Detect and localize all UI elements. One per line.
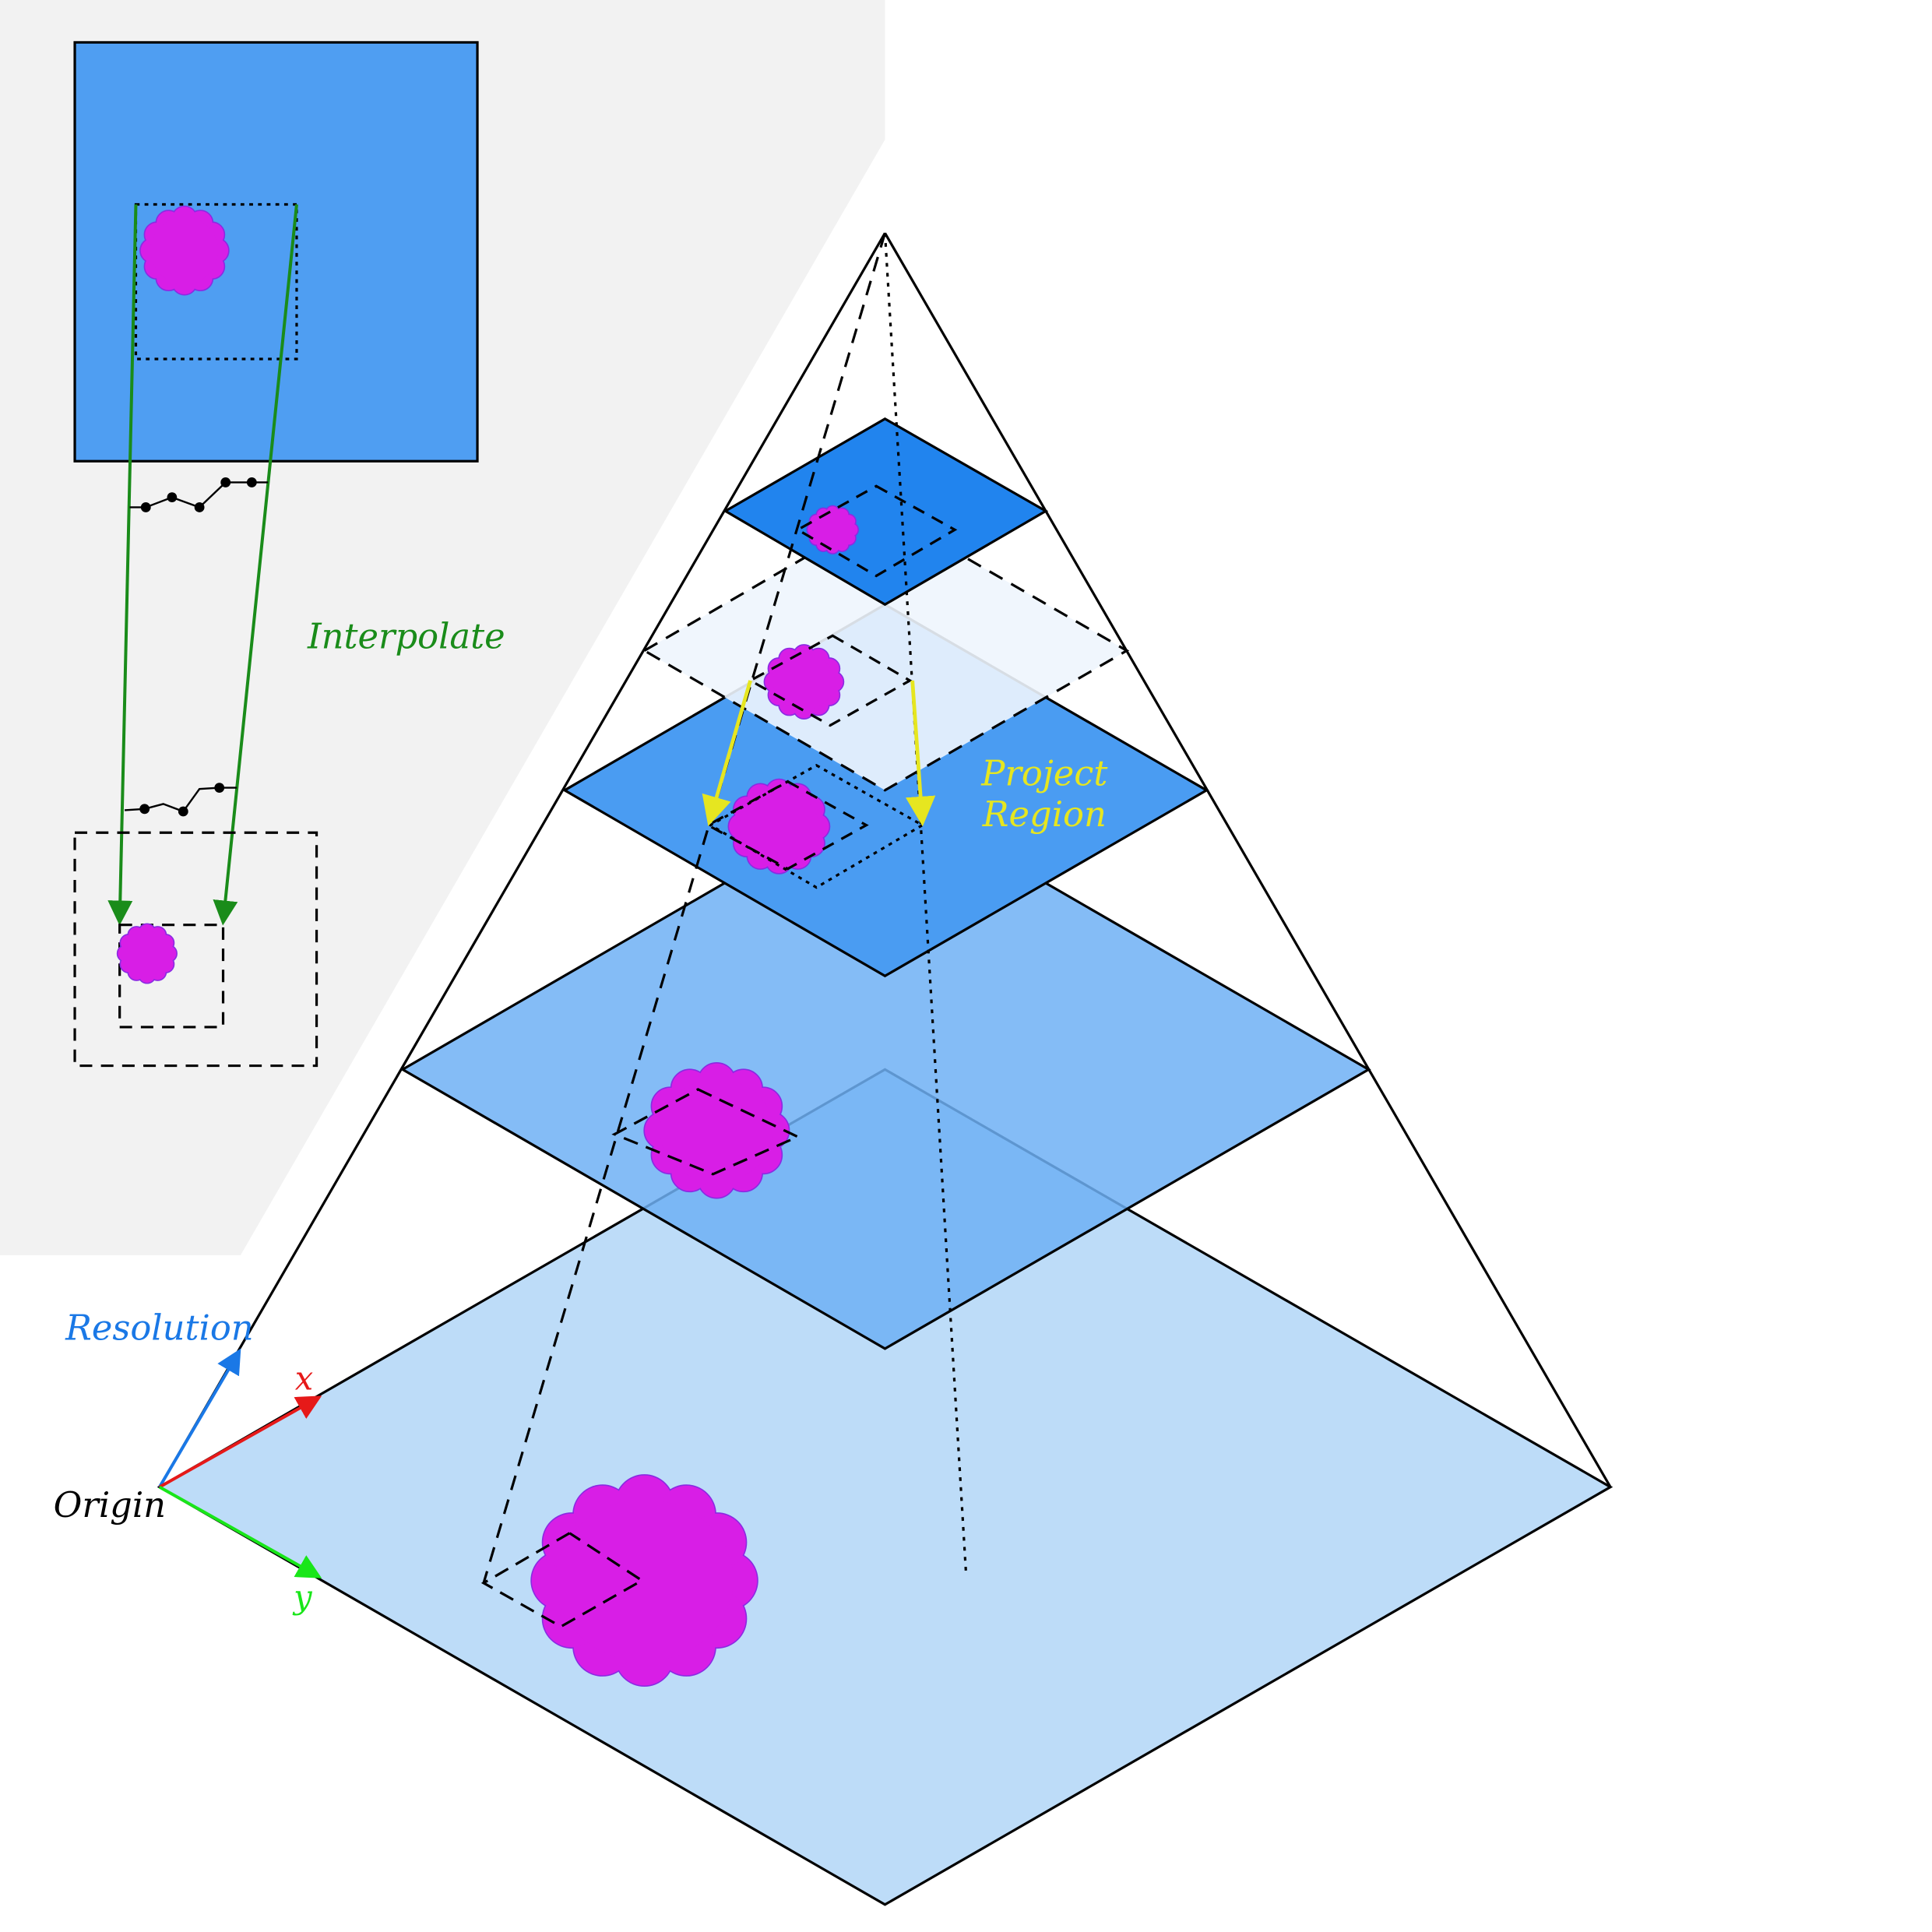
project-label-line1: Project xyxy=(980,752,1108,794)
region-blob xyxy=(139,205,230,296)
region-blob xyxy=(763,644,845,720)
resolution-axis xyxy=(158,1348,241,1488)
project-arrow-right xyxy=(905,680,936,827)
resolution-label: Resolution xyxy=(65,1307,254,1349)
region-box-base xyxy=(480,1532,645,1628)
y-axis xyxy=(158,1485,322,1578)
region-blob xyxy=(530,1474,758,1687)
target-image-box xyxy=(73,831,318,1068)
project-label-line2: Region xyxy=(982,794,1107,835)
projection-line-dotted xyxy=(883,233,968,1574)
region-box-top xyxy=(795,484,958,578)
region-blob xyxy=(116,923,178,984)
interpolation-curve-top xyxy=(129,477,269,512)
origin-label: Origin xyxy=(54,1484,166,1526)
interpolate-arrow-right xyxy=(213,204,298,926)
pyramid-edge-right xyxy=(884,232,1612,1488)
projected-region-box xyxy=(708,763,925,889)
region-blob xyxy=(806,505,859,554)
pyramid-edge-left xyxy=(158,232,886,1488)
region-box-ghost xyxy=(748,634,913,727)
x-axis xyxy=(158,1395,322,1489)
region-box-level-2 xyxy=(611,1088,801,1176)
project-arrow-left xyxy=(702,680,752,827)
x-axis-label: x xyxy=(295,1360,313,1398)
projection-line-dashed xyxy=(482,232,886,1584)
target-region-box xyxy=(118,924,225,1029)
level-top xyxy=(723,417,1049,607)
region-blob xyxy=(643,1062,790,1199)
y-axis-label: y xyxy=(292,1578,312,1616)
source-region-box xyxy=(134,202,298,361)
interpolation-curve-bottom xyxy=(124,783,238,817)
interpolate-label: Interpolate xyxy=(307,615,505,656)
interpolate-arrow-left xyxy=(107,204,138,926)
